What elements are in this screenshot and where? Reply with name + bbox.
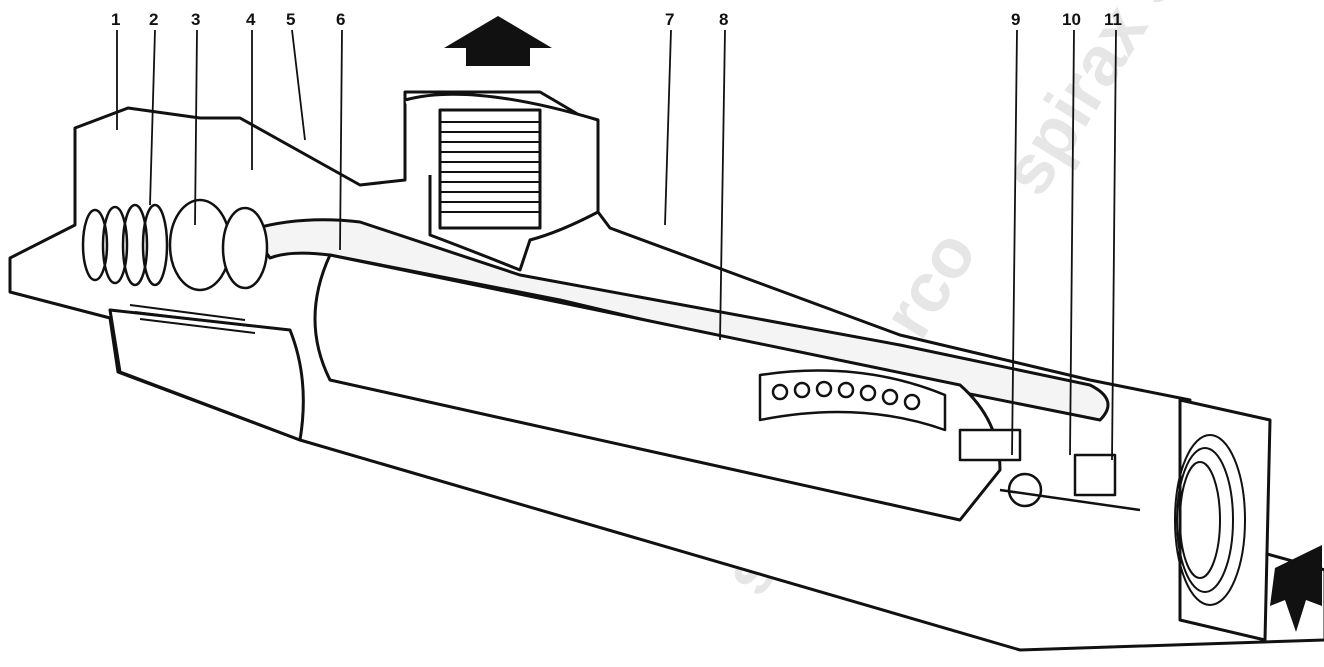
- left-bellows: [81, 198, 269, 292]
- inlet-thread: [1174, 434, 1246, 606]
- screen-spring-coil: [758, 369, 947, 432]
- leader-lines: [116, 29, 1117, 461]
- callout-4: 4: [246, 10, 256, 29]
- callout-2: 2: [149, 10, 159, 29]
- callout-11: 11: [1104, 10, 1122, 29]
- callout-3: 3: [191, 10, 201, 29]
- callout-7: 7: [665, 10, 675, 29]
- callout-9: 9: [1011, 10, 1021, 29]
- callout-5: 5: [286, 10, 296, 29]
- callout-1: 1: [111, 10, 121, 29]
- svg-text:spirax sarco: spirax sarco: [987, 0, 1272, 208]
- left-cap-nut: [108, 308, 305, 442]
- outlet-arrow-up: [444, 16, 552, 66]
- inlet-arrow-bottom-right: [1270, 545, 1322, 632]
- outlet-thread: [438, 108, 542, 230]
- valve-seat-assembly: [958, 428, 1141, 512]
- callout-6: 6: [336, 10, 346, 29]
- callout-8: 8: [719, 10, 729, 29]
- inlet-end: [1178, 398, 1272, 642]
- callout-10: 10: [1062, 10, 1081, 29]
- screen-cylinder: [313, 253, 1002, 522]
- left-thread: [129, 304, 256, 334]
